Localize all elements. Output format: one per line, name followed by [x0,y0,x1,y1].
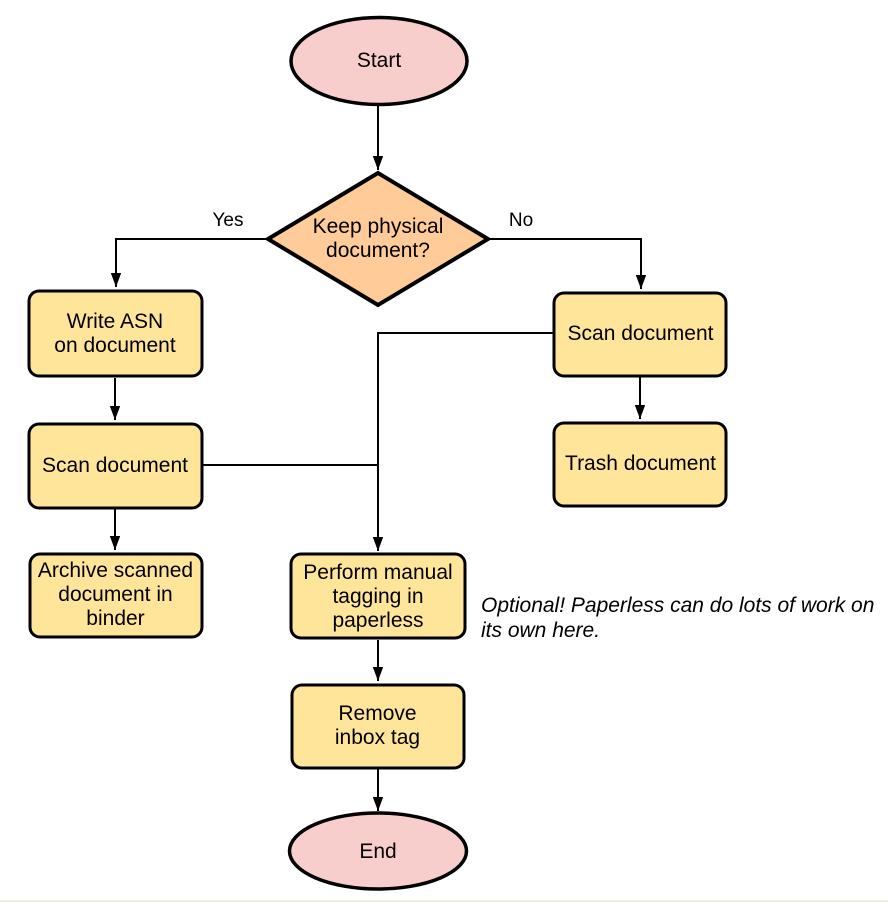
edge-scan-right-to-perform-tagging [372,332,553,551]
decision-node-shape [264,170,492,308]
end-node-shape [287,811,469,891]
yes-edge-label: Yes [212,210,244,231]
trash-node-shape [552,421,728,508]
bottom-rule [0,900,888,902]
remove-inbox-node-shape [290,683,466,770]
edge-decision-no-to-scan-right [489,238,647,289]
annotation-text: Optional! Paperless can do lots of work … [481,594,875,642]
archive-node-shape [28,552,204,639]
perform-tagging-node-shape [289,552,467,640]
start-node-shape [289,15,469,107]
scan-right-node-shape [552,291,728,378]
write-asn-node-shape [27,289,204,378]
edge-decision-yes-to-write-asn [110,238,267,287]
no-edge-label: No [508,210,534,231]
scan-left-node-shape [27,422,204,510]
